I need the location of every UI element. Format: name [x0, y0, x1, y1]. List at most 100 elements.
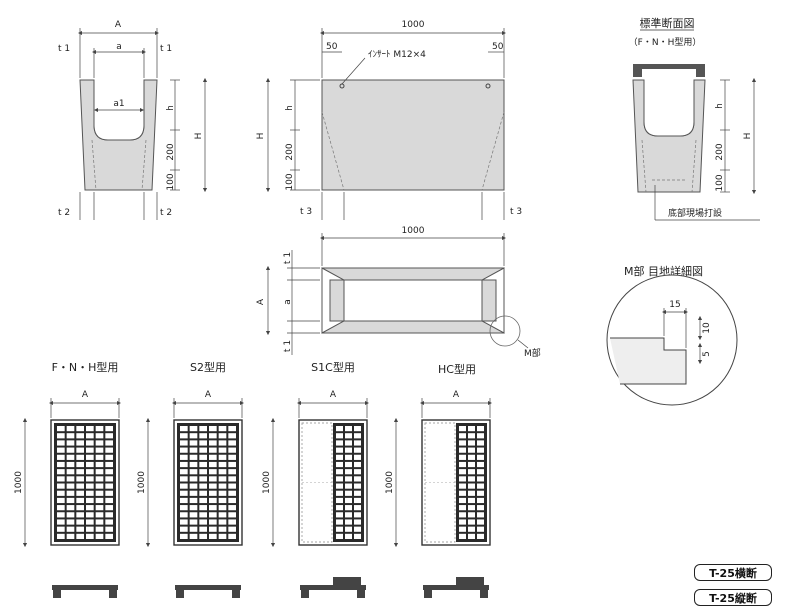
- grate-slot: [354, 526, 361, 532]
- grate-section-1: [175, 585, 241, 598]
- label-1000-top: 1000: [402, 20, 425, 30]
- grate-slot: [189, 447, 198, 453]
- grate-slot: [228, 497, 236, 504]
- grate-slot: [199, 461, 207, 468]
- grate-title-s2: S2型用: [190, 360, 226, 374]
- grate-slot: [199, 505, 207, 511]
- grate-slot: [477, 447, 484, 453]
- grate-slot: [459, 447, 466, 453]
- grate-slot: [57, 512, 65, 518]
- grate-slot: [105, 433, 113, 439]
- grate-slot: [209, 512, 217, 518]
- grate-slot: [180, 476, 188, 482]
- grate-slot: [477, 469, 484, 475]
- grate-slot: [459, 469, 466, 475]
- grate-label-A: A: [205, 390, 212, 400]
- label-a: a: [116, 42, 122, 52]
- label-A: A: [115, 20, 122, 30]
- grate-slot: [199, 483, 207, 489]
- grate-slot: [66, 512, 75, 518]
- grate-slot: [199, 454, 207, 460]
- label-t1-left: t 1: [58, 44, 70, 54]
- grate-slot: [180, 469, 188, 475]
- grate-slot: [105, 461, 113, 468]
- grate-slot: [459, 490, 466, 496]
- grate-slot: [477, 483, 484, 489]
- grate-slot: [76, 512, 84, 518]
- grate-label-A: A: [82, 390, 89, 400]
- grate-slot: [86, 440, 94, 446]
- grate-slot: [180, 440, 188, 446]
- grate-slot: [66, 519, 75, 525]
- grate-slot: [76, 440, 84, 446]
- grate-slot: [468, 505, 475, 511]
- grate-slot: [209, 476, 217, 482]
- label-h-side: h: [285, 105, 295, 111]
- grate-slot: [189, 526, 198, 532]
- grate-slot: [86, 526, 94, 532]
- grate-slot: [228, 469, 236, 475]
- grate-slot: [354, 483, 361, 489]
- grate-slot: [228, 426, 236, 432]
- standard-section-view: 標準断面図 （F・N・H型用） h 200 100 H 底部現場打設: [629, 16, 760, 221]
- grate-slot: [354, 490, 361, 496]
- grate-slot: [95, 476, 104, 482]
- grate-label-A: A: [453, 390, 460, 400]
- standard-section-title: 標準断面図: [640, 16, 695, 30]
- label-floor-note: 底部現場打設: [668, 207, 722, 219]
- grate-slot: [95, 505, 104, 511]
- grate-section-cover: [456, 577, 484, 585]
- grate-slot: [228, 512, 236, 518]
- grate-plan-1: [173, 419, 243, 546]
- grate-slot: [66, 526, 75, 532]
- grate-section-leg: [480, 590, 488, 598]
- grate-slot: [345, 519, 352, 525]
- grate-slot: [468, 476, 475, 482]
- grate-slot: [189, 426, 198, 432]
- grate-slot: [105, 490, 113, 496]
- label-50-left: 50: [326, 42, 338, 52]
- grate-slot: [459, 440, 466, 446]
- grate-slot: [86, 469, 94, 475]
- grate-slot: [477, 490, 484, 496]
- grate-slot: [336, 454, 343, 460]
- grate-slot: [354, 440, 361, 446]
- grate-slot: [95, 519, 104, 525]
- grate-slot: [468, 533, 475, 539]
- grate-slot: [180, 505, 188, 511]
- grate-slot: [189, 433, 198, 439]
- grate-slot: [180, 497, 188, 504]
- grate-slot: [189, 512, 198, 518]
- grate-slot: [199, 490, 207, 496]
- grate-slot: [76, 519, 84, 525]
- grate-slot: [336, 519, 343, 525]
- grate-slot: [105, 454, 113, 460]
- grate-slot: [477, 533, 484, 539]
- grate-slot: [336, 533, 343, 539]
- grate-slot: [459, 426, 466, 432]
- grate-slot: [76, 461, 84, 468]
- grate-slot: [76, 447, 84, 453]
- grate-slot: [105, 483, 113, 489]
- label-t2-left: t 2: [58, 208, 70, 218]
- grate-slot: [66, 426, 75, 432]
- grate-slot: [228, 519, 236, 525]
- grate-plan-3: [421, 419, 491, 546]
- grate-slot: [345, 512, 352, 518]
- grate-label-1000: 1000: [385, 471, 395, 494]
- grate-slot: [468, 469, 475, 475]
- grate-slot: [105, 476, 113, 482]
- grate-slot: [218, 526, 227, 532]
- grate-section-3: [423, 577, 489, 598]
- grate-slot: [477, 426, 484, 432]
- grate-slot: [468, 483, 475, 489]
- grate-slot: [199, 519, 207, 525]
- grate-slot: [459, 497, 466, 504]
- grate-slot: [95, 433, 104, 439]
- grate-slot: [76, 505, 84, 511]
- grate-slot: [189, 454, 198, 460]
- grate-slot: [336, 469, 343, 475]
- grate-slot: [345, 469, 352, 475]
- grate-slot: [459, 512, 466, 518]
- tag-cross-section: T-25横断: [694, 564, 772, 581]
